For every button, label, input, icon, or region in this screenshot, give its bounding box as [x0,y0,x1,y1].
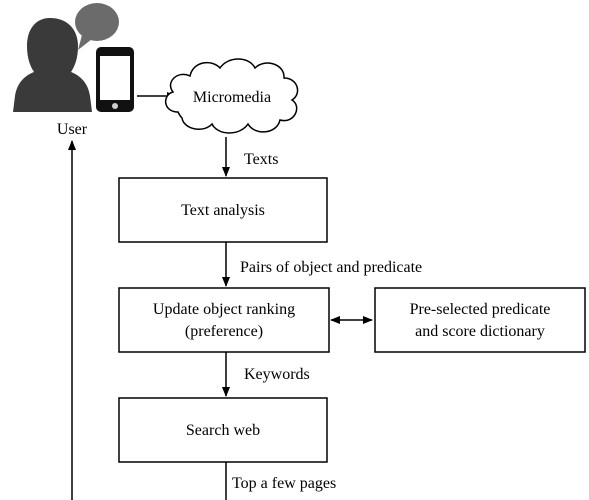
texts-edge-label: Texts [244,151,278,168]
cloud-icon [165,58,299,134]
text-analysis-label: Text analysis [181,202,265,219]
update-object-ranking-box [118,287,330,353]
update-object-ranking-line2: (preference) [185,323,263,340]
speech-bubble-icon [75,3,119,50]
smartphone-icon [96,47,134,112]
micromedia-label: Micromedia [193,89,271,106]
user-label: User [57,121,88,138]
search-web-box [118,397,328,463]
update-object-ranking-line1: Update object ranking [153,301,295,318]
predicate-dictionary-line1: Pre-selected predicate [410,301,551,318]
predicate-dictionary-line2: and score dictionary [415,323,545,340]
pairs-edge-label: Pairs of object and predicate [240,259,422,276]
keywords-edge-label: Keywords [244,366,310,383]
user-silhouette-icon [13,18,92,112]
top-pages-edge-label: Top a few pages [232,475,336,492]
text-analysis-box [118,177,328,243]
predicate-dictionary-box [374,287,586,353]
search-web-label: Search web [186,422,260,439]
